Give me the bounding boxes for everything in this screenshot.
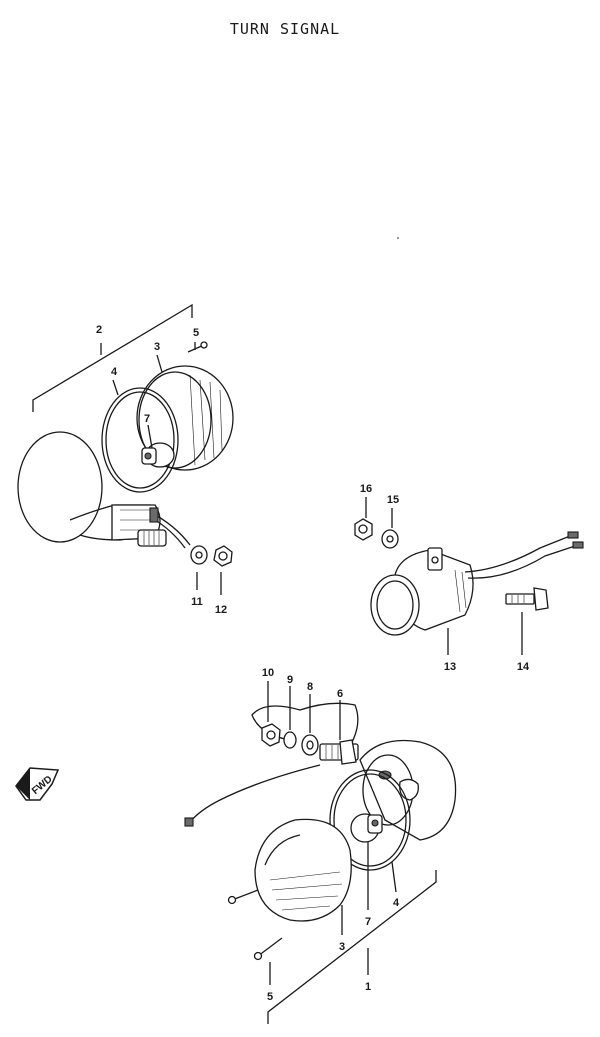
callout-relay-nut: 16 (360, 483, 372, 495)
front-rim-ring (101, 387, 179, 493)
rear-wire-lead (189, 764, 321, 823)
callout-rear-washer: 8 (307, 681, 313, 693)
rear-nut (261, 723, 281, 747)
front-wire-connector (149, 507, 159, 523)
callout-rear-ring: 4 (393, 897, 400, 909)
rear-screw-upper (227, 889, 259, 905)
rear-turn-signal-assembly (184, 681, 457, 1024)
callout-relay: 13 (444, 661, 456, 673)
page-title: TURN SIGNAL (229, 20, 341, 38)
rear-assembly-bracket (267, 870, 437, 1024)
flasher-relay (370, 547, 474, 636)
relay-terminal-2 (572, 541, 584, 549)
speck (397, 237, 399, 239)
fwd-arrow-icon: FWD (15, 767, 60, 801)
rear-bulb (350, 813, 383, 843)
callout-front-ring: 4 (111, 366, 118, 378)
rear-lockwasher (283, 731, 297, 749)
rear-wire-end (184, 817, 194, 827)
front-lens-leader (156, 354, 163, 373)
flasher-relay-assembly (354, 497, 584, 655)
rear-rim-ring (329, 769, 411, 871)
relay-bolt (505, 587, 549, 611)
callout-front-assembly: 2 (96, 324, 102, 336)
relay-wire-1 (464, 535, 571, 573)
relay-wire-2 (467, 545, 576, 579)
relay-washer (381, 529, 399, 549)
front-turn-signal-assembly (17, 303, 234, 595)
callout-rear-lens: 3 (339, 941, 345, 953)
rear-washer (301, 734, 319, 756)
rear-stem (319, 739, 359, 765)
rear-screw-lower (253, 937, 283, 961)
callout-rear-nut: 10 (262, 667, 274, 679)
callout-relay-bolt: 14 (517, 661, 530, 673)
front-housing (17, 431, 161, 543)
front-assembly-bracket (32, 303, 193, 412)
rear-lens (254, 818, 352, 922)
callout-rear-assembly: 1 (365, 981, 371, 993)
callout-front-nut: 12 (215, 604, 227, 616)
front-screw (187, 341, 208, 353)
callout-relay-washer: 15 (387, 494, 399, 506)
front-ring-leader (112, 379, 119, 396)
front-threaded-stem (137, 529, 167, 547)
relay-terminal-1 (567, 531, 579, 539)
relay-nut (354, 518, 373, 541)
rear-wire-loop (251, 702, 359, 761)
front-nut (213, 545, 233, 567)
callout-front-lens: 3 (154, 341, 160, 353)
callout-rear-bulb: 7 (365, 916, 371, 928)
callout-front-screw: 5 (193, 327, 199, 339)
front-bulb-leader (147, 424, 153, 449)
callout-rear-lockwasher: 9 (287, 674, 293, 686)
rear-rim-ring-inner (333, 773, 407, 867)
front-rim-ring-inner (105, 391, 175, 489)
callout-rear-stem: 6 (337, 688, 343, 700)
rear-ring-leader (391, 861, 397, 893)
callout-front-washer: 11 (191, 596, 203, 608)
callout-front-bulb: 7 (144, 413, 150, 425)
callout-rear-screw: 5 (267, 991, 273, 1003)
front-washer (190, 545, 208, 565)
front-bulb (141, 442, 175, 468)
